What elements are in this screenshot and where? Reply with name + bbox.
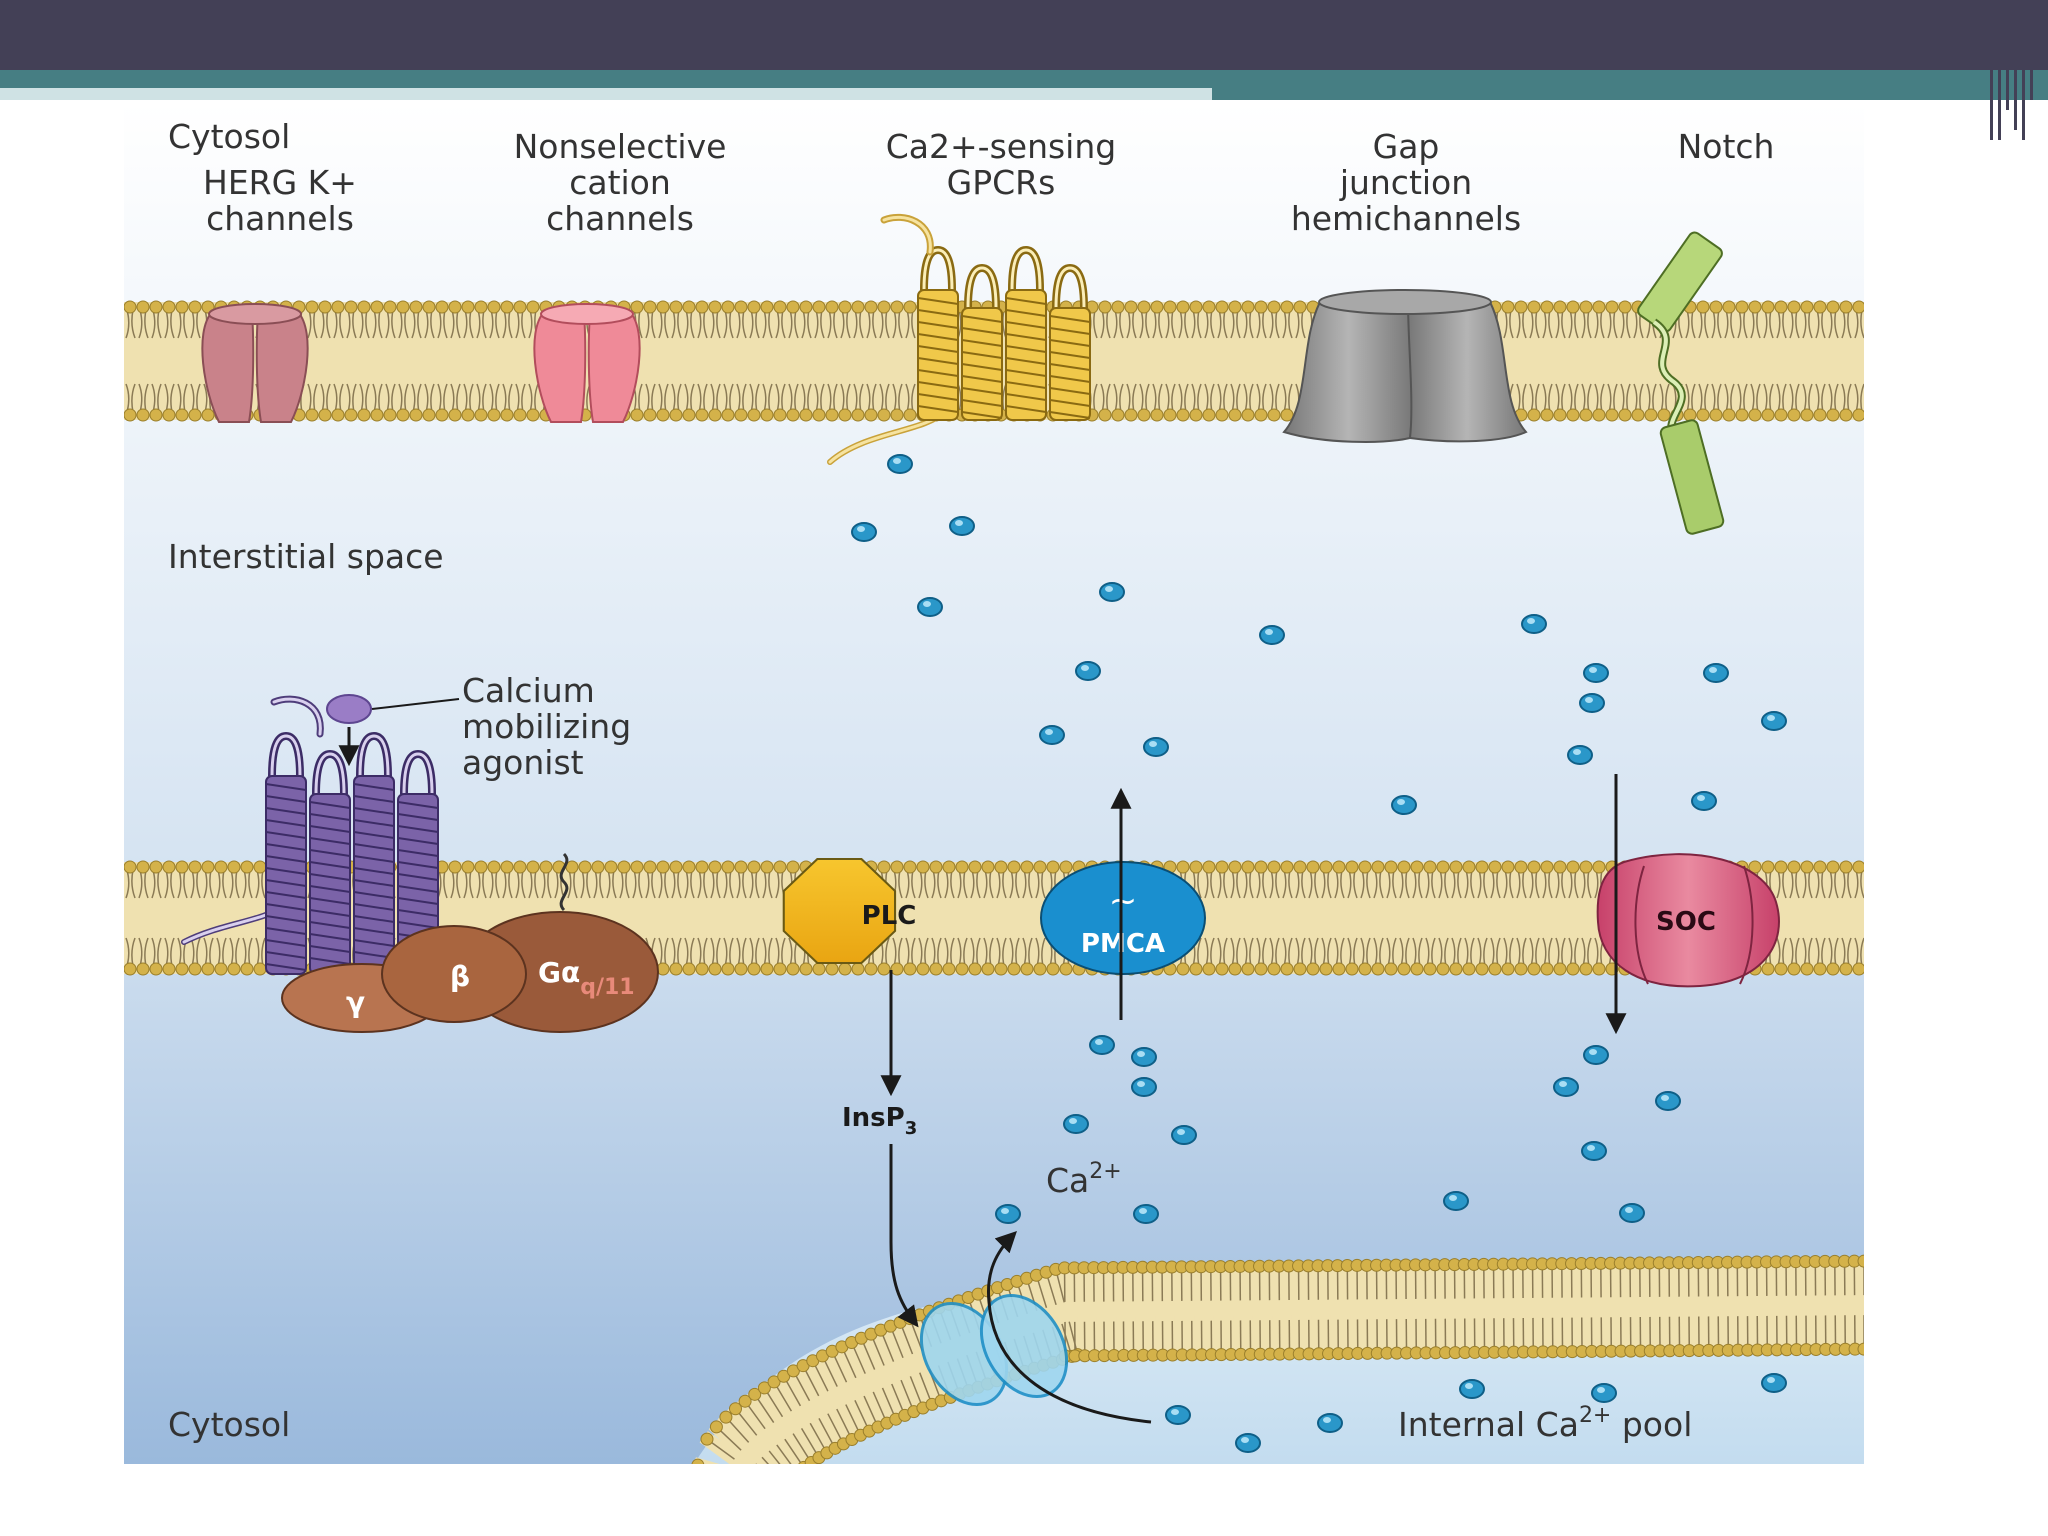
pmca-symbol: ~ (1109, 881, 1138, 921)
slide-corner-decoration (1988, 0, 2048, 140)
soc-label: SOC (1656, 907, 1716, 937)
signaling-arrows (880, 774, 1627, 1424)
internal-pool-label: Internal Ca2+ pool (1398, 1403, 1692, 1444)
gap-junction-hemichannel-icon (1282, 289, 1528, 443)
nonselective-cation-channel-icon (533, 303, 641, 423)
slide-accent-rule-highlight (0, 88, 1212, 100)
pmca-label: PMCA (1081, 929, 1165, 959)
g-protein-complex-icon: γ β Gαq/11 (281, 852, 659, 1033)
cytosol-bottom-label: Cytosol (168, 1405, 290, 1444)
herg-label: HERG K+channels (203, 163, 357, 238)
g-beta-subunit (381, 925, 527, 1023)
notch-receptor-icon (1637, 231, 1725, 535)
notch-label: Notch (1678, 127, 1775, 166)
calcium-ions (851, 454, 1787, 1453)
herg-channel-icon (201, 303, 309, 423)
soc-channel-icon: SOC (1596, 853, 1780, 988)
calcium-signaling-diagram: γ β Gαq/11 PLC ~ PMCA SOC Cyt (124, 102, 1864, 1464)
slide-header-bar (0, 0, 2048, 70)
pmca-pump-icon: ~ PMCA (1040, 861, 1206, 975)
calcium-mobilizing-agonist-icon (326, 694, 460, 767)
cytosol-top-label: Cytosol (168, 117, 290, 156)
ca-ion-label: Ca2+ (1046, 1159, 1122, 1200)
g-beta-label: β (450, 960, 470, 993)
plc-enzyme-icon: PLC (782, 858, 917, 964)
plc-label: PLC (862, 901, 917, 931)
insp3-label: InsP3 (842, 1103, 917, 1139)
ca-sensing-gpcr-icon (827, 213, 1091, 465)
interstitial-space-label: Interstitial space (168, 537, 444, 576)
g-alpha-label: Gαq/11 (538, 956, 635, 1000)
ip3-receptor-icon (919, 1294, 1069, 1406)
g-gamma-label: γ (346, 986, 365, 1019)
